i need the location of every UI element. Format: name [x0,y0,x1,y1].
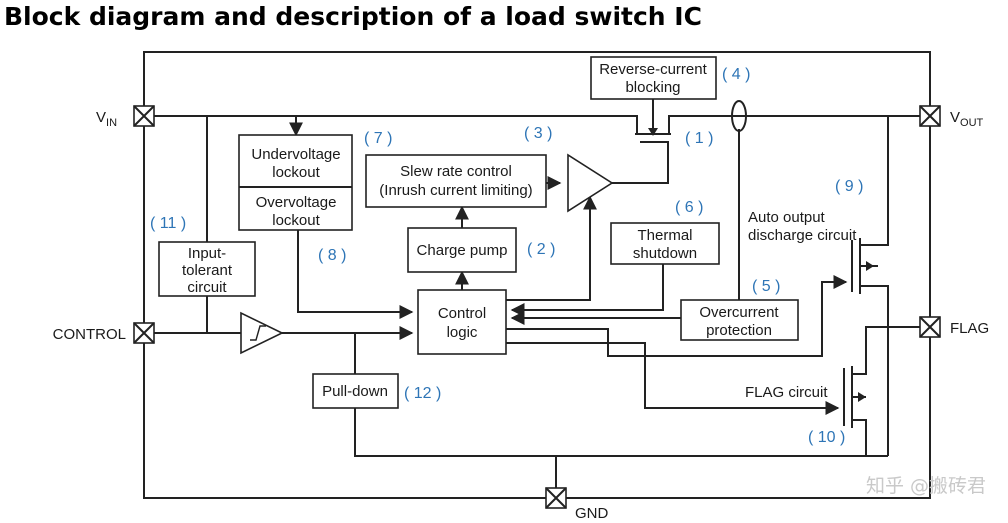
charge-pump-label: Charge pump [417,242,508,259]
control-logic-block [417,289,507,355]
uvlo-ovlo-block [238,134,353,231]
auto-discharge-label-1: Auto output [748,209,826,226]
vin-pin [133,105,155,127]
flag-fet [843,366,866,428]
control-logic-label-2: logic [447,324,478,341]
vin-label: VIN [96,109,117,129]
flag-pin [919,316,941,338]
wires [151,99,922,490]
undervoltage-label-2: lockout [272,164,320,181]
number-4: ( 4 ) [722,66,750,83]
input-tolerant-label-1: Input- [188,245,226,262]
number-6: ( 6 ) [675,199,703,216]
overvoltage-label-2: lockout [272,212,320,229]
number-12: ( 12 ) [404,385,441,402]
input-tolerant-label-2: tolerant [182,262,233,279]
overcurrent-label-1: Overcurrent [699,304,779,321]
input-tolerant-label-3: circuit [187,279,227,296]
number-8: ( 8 ) [318,247,346,264]
number-10: ( 10 ) [808,429,845,446]
number-7: ( 7 ) [364,130,392,147]
thermal-label-1: Thermal [637,227,692,244]
overvoltage-label-1: Overvoltage [256,194,337,211]
amplifier [567,153,614,213]
flag-circuit-label: FLAG circuit [745,384,828,401]
slew-rate-label-2: (Inrush current limiting) [379,182,532,199]
slew-rate-label-1: Slew rate control [400,163,512,180]
vout-label: VOUT [950,109,984,129]
number-2: ( 2 ) [527,241,555,258]
slew-rate-control-block [365,154,547,208]
watermark: 知乎 @搬砖君 [866,475,986,497]
vout-pin [919,105,941,127]
pass-fet [635,128,671,143]
overcurrent-protection-block [680,299,799,341]
pull-down-label: Pull-down [322,383,388,400]
control-pin [133,322,155,344]
thermal-label-2: shutdown [633,245,697,262]
reverse-current-label-2: blocking [625,79,680,96]
discharge-fet [851,238,878,294]
number-9: ( 9 ) [835,178,863,195]
undervoltage-label-1: Undervoltage [251,146,340,163]
page-title: Block diagram and description of a load … [4,2,702,31]
reverse-current-blocking-block [590,56,717,100]
reverse-current-label-1: Reverse-current [599,61,707,78]
schmitt-buffer [240,311,284,355]
package-outline [143,51,931,499]
number-3: ( 3 ) [524,125,552,142]
auto-discharge-label-2: discharge circuit [748,227,857,244]
number-11: ( 11 ) [150,215,186,232]
thermal-shutdown-block [610,222,720,265]
control-logic-label-1: Control [438,305,486,322]
charge-pump-block [407,227,517,273]
gnd-pin [545,487,567,509]
flag-label: FLAG [950,320,989,337]
input-tolerant-block [158,241,256,297]
number-5: ( 5 ) [752,278,780,295]
overcurrent-label-2: protection [706,322,772,339]
number-1: ( 1 ) [685,130,713,147]
current-sense-loop [731,100,747,132]
control-label: CONTROL [53,326,126,343]
pull-down-block [312,373,399,409]
gnd-label: GND [575,505,609,522]
